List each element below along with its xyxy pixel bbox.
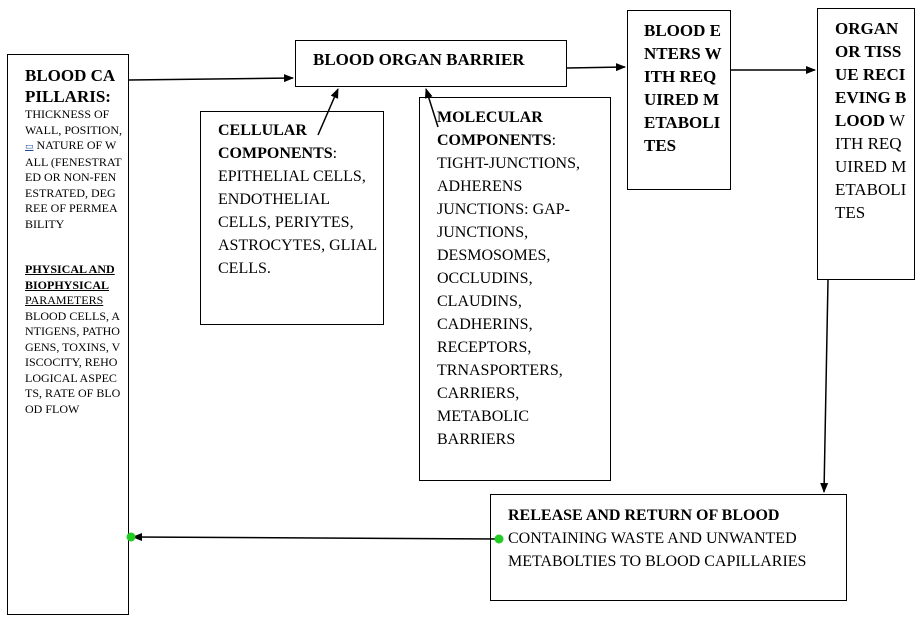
molecular-colon: : <box>551 132 557 149</box>
arrow-release-to-capillaries <box>132 533 500 542</box>
release-return-box: RELEASE AND RETURN OF BLOOD CONTAINING W… <box>490 494 847 601</box>
cellular-colon: : <box>332 145 338 162</box>
cellular-items: EPITHELIAL CELLS, ENDOTHELIAL CELLS, PER… <box>218 168 377 277</box>
capillaries-params-title: PHYSICAL AND BIOPHYSICAL <box>25 262 115 292</box>
arrow-organ-to-release <box>820 279 829 493</box>
blood-organ-barrier-box: BLOOD ORGAN BARRIER <box>295 40 567 87</box>
molecular-title: MOLECULAR COMPONENTS <box>437 109 552 149</box>
blood-enters-box: BLOOD ENTERS WITH REQUIRED METABOLITES <box>627 10 731 190</box>
barrier-title: BLOOD ORGAN BARRIER <box>313 50 525 69</box>
enters-title: BLOOD ENTERS WITH REQUIRED METABOLITES <box>644 21 722 155</box>
release-title: RELEASE AND RETURN OF BLOOD <box>508 507 780 524</box>
molecular-components-box: MOLECULAR COMPONENTS: TIGHT-JUNCTIONS, A… <box>419 97 611 481</box>
blood-capillaries-box: BLOOD CAPILLARIS: THICKNESS OF WALL, POS… <box>7 54 129 615</box>
capillaries-features-tail: NATURE OF WALL (FENESTRATED OR NON-FENES… <box>25 138 122 231</box>
organ-tissue-box: ORGAN OR TISSUE RECIEVING BLOOD WITH REQ… <box>817 8 915 280</box>
release-rest: CONTAINING WASTE AND UNWANTED METABOLTIE… <box>508 530 807 570</box>
molecular-items: TIGHT-JUNCTIONS, ADHERENS JUNCTIONS: GAP… <box>437 155 580 448</box>
capillaries-title: BLOOD CAPILLARIS: <box>25 66 116 106</box>
capillaries-params-subtitle: PARAMETERS <box>25 293 104 307</box>
organ-rest: WITH REQUIRED METABOLITES <box>835 111 907 222</box>
capillaries-params-list: BLOOD CELLS, ANTIGENS, PATHOGENS, TOXINS… <box>25 308 121 416</box>
cellular-title: CELLULAR COMPONENTS <box>218 122 333 162</box>
arrow-capillaries-to-barrier <box>128 74 294 83</box>
arrow-barrier-to-enters <box>566 63 626 72</box>
organ-title: ORGAN OR TISSUE RECIEVING BLOOD <box>835 19 907 130</box>
capillaries-features: THICKNESS OF WALL, POSITION, <box>25 107 122 137</box>
cellular-components-box: CELLULAR COMPONENTS: EPITHELIAL CELLS, E… <box>200 111 384 325</box>
link-icon: ▭ <box>25 141 34 151</box>
